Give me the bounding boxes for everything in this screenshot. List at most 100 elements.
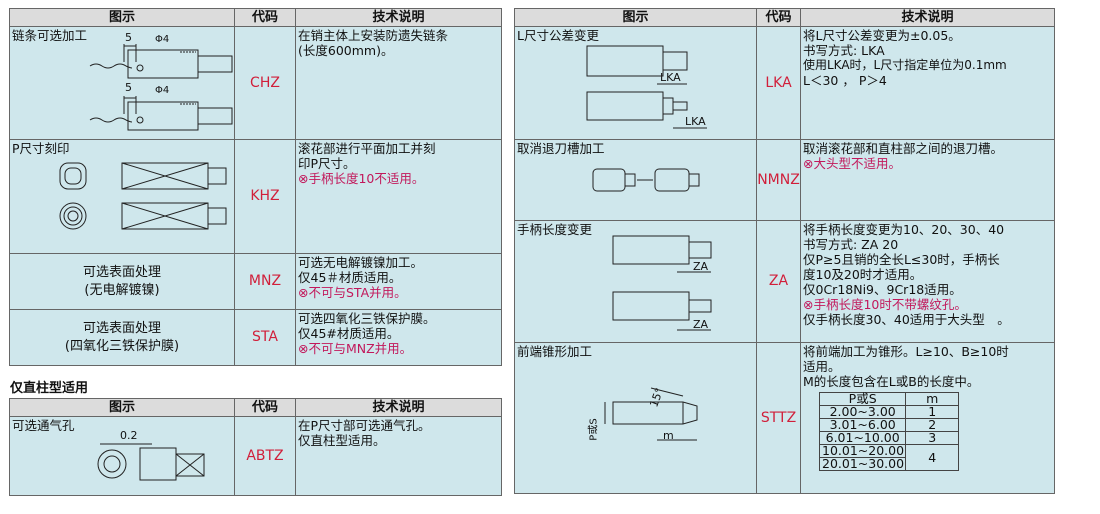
table-row: P尺寸刻印 KHZ 滚花部进行平面加工并刻 印P尺寸。 ⊗手柄长度10不适用。: [9, 139, 502, 254]
header-code: 代码: [234, 8, 296, 27]
desc-line: 仅0Cr18Ni9、9Cr18适用。: [803, 282, 962, 297]
row-label: P尺寸刻印: [12, 141, 70, 156]
mini-cell: 3.01~6.00: [818, 418, 907, 432]
description-cell: 取消滚花部和直柱部之间的退刀槽。 ⊗大头型不适用。: [800, 139, 1055, 221]
desc-line: 滚花部进行平面加工并刻: [298, 141, 436, 156]
dim-label: ZA: [693, 260, 709, 273]
vent-hole-drawing: [97, 443, 205, 481]
row-sublabel: (四氧化三铁保护膜): [64, 338, 180, 354]
marking-drawing: [59, 162, 227, 230]
option-code: STA: [234, 309, 296, 366]
desc-line: 度10及20时才适用。: [803, 267, 923, 282]
desc-line: 可选四氧化三铁保护膜。: [298, 311, 436, 326]
diagram-cell: L尺寸公差变更 LKA LKA: [514, 26, 757, 140]
header-description: 技术说明: [295, 398, 502, 417]
option-code: CHZ: [234, 26, 296, 140]
warning-line: ⊗不可与STA并用。: [298, 285, 407, 300]
row-label: 手柄长度变更: [517, 222, 593, 237]
dim-label: 0.2: [120, 429, 138, 442]
dim-label: 5: [125, 31, 132, 44]
dim-label: Φ4: [155, 85, 170, 96]
mini-cell: 6.01~10.00: [818, 431, 907, 445]
table-row: 可选表面处理 (无电解镀镍) MNZ 可选无电解镀镍加工。 仅45＃材质适用。 …: [9, 253, 502, 310]
table-row: 可选表面处理 (四氧化三铁保护膜) STA 可选四氧化三铁保护膜。 仅45#材质…: [9, 309, 502, 366]
dim-label: 5: [125, 81, 132, 94]
header-diagram: 图示: [9, 8, 235, 27]
desc-line: 书写方式: LKA: [803, 43, 885, 58]
diagram-cell: 手柄长度变更 ZA ZA: [514, 220, 757, 343]
desc-line: 仅手柄长度30、40适用于大头型 。: [803, 312, 1010, 327]
desc-line: 将L尺寸公差变更为±0.05。: [803, 28, 961, 43]
mini-cell: 2: [905, 418, 959, 432]
dim-label: Φ4: [155, 34, 170, 45]
desc-line: 在P尺寸部可选通气孔。: [298, 418, 431, 433]
label-cell: 可选表面处理 (无电解镀镍): [9, 253, 235, 310]
chain-pin-drawing: [89, 44, 233, 131]
desc-line: 仅45#材质适用。: [298, 326, 400, 341]
description-cell: 在销主体上安装防遗失链条 (长度600mm)。: [295, 26, 502, 140]
dim-label: LKA: [685, 115, 706, 128]
mini-cell: 4: [905, 444, 959, 471]
tolerance-drawing: [586, 45, 707, 129]
dim-label: LKA: [660, 71, 681, 84]
warning-line: ⊗大头型不适用。: [803, 156, 901, 171]
description-cell: 滚花部进行平面加工并刻 印P尺寸。 ⊗手柄长度10不适用。: [295, 139, 502, 254]
mini-cell: 1: [905, 405, 959, 419]
diagram-cell: 前端锥形加工 15° P或S m: [514, 342, 757, 494]
description-cell: 将手柄长度变更为10、20、30、40 书写方式: ZA 20 仅P≥5且销的全…: [800, 220, 1055, 343]
header-diagram: 图示: [9, 398, 235, 417]
row-label: 取消退刀槽加工: [517, 141, 605, 156]
desc-line: 将手柄长度变更为10、20、30、40: [803, 222, 1005, 237]
option-code: ZA: [756, 220, 801, 343]
header-description: 技术说明: [800, 8, 1055, 27]
warning-line: ⊗手柄长度10时不带螺纹孔。: [803, 297, 967, 312]
description-cell: 可选四氧化三铁保护膜。 仅45#材质适用。 ⊗不可与MNZ并用。: [295, 309, 502, 366]
option-code: STTZ: [756, 342, 801, 494]
diagram-cell: 链条可选加工 5 Φ4 5 Φ4: [9, 26, 235, 140]
warning-line: ⊗不可与MNZ并用。: [298, 341, 413, 356]
option-code: ABTZ: [234, 416, 296, 496]
row-label: 可选表面处理: [82, 320, 161, 336]
warning-line: ⊗手柄长度10不适用。: [298, 171, 425, 186]
mini-header: P或S: [818, 392, 907, 406]
diagram-cell: 取消退刀槽加工: [514, 139, 757, 221]
header-code: 代码: [234, 398, 296, 417]
mini-cell: 3: [905, 431, 959, 445]
right-table-panel: 图示 代码 技术说明 L尺寸公差变更 LKA LKA LKA 将L尺寸公差变更为…: [514, 8, 1055, 494]
row-label: 可选表面处理: [82, 264, 161, 280]
dim-label: ZA: [693, 318, 709, 331]
desc-line: 书写方式: ZA 20: [803, 237, 899, 252]
desc-line: 仅P≥5且销的全长L≤30时，手柄长: [803, 252, 1000, 267]
desc-line: 将前端加工为锥形。L≥10、B≥10时: [803, 344, 1009, 359]
left-options-table: 图示 代码 技术说明 链条可选加工 5 Φ4 5 Φ4: [9, 8, 502, 366]
desc-line: 可选无电解镀镍加工。: [298, 255, 424, 270]
label-cell: 可选表面处理 (四氧化三铁保护膜): [9, 309, 235, 366]
desc-line: M的长度包含在L或B的长度中。: [803, 374, 980, 389]
table-row: 取消退刀槽加工 NMNZ 取消滚花部和直柱部之间的退刀槽。 ⊗大头型不适用。: [514, 139, 1055, 221]
table-row: 手柄长度变更 ZA ZA ZA 将手柄长度变更为10、20、30、40 书写方式…: [514, 220, 1055, 343]
desc-line: 仅45＃材质适用。: [298, 270, 402, 285]
desc-line: 印P尺寸。: [298, 156, 356, 171]
straight-type-table: 图示 代码 技术说明 可选通气孔 0.2 ABTZ 在P尺寸部可选通气孔。 仅直…: [9, 398, 502, 496]
table-row: 前端锥形加工 15° P或S m STTZ 将前端加工为锥形。L≥10、B≥10…: [514, 342, 1055, 494]
option-code: NMNZ: [756, 139, 801, 221]
handle-length-drawing: [612, 235, 712, 331]
row-label: 前端锥形加工: [517, 344, 593, 359]
row-label: 可选通气孔: [12, 418, 75, 433]
diagram-cell: 可选通气孔 0.2: [9, 416, 235, 496]
description-cell: 将前端加工为锥形。L≥10、B≥10时 适用。 M的长度包含在L或B的长度中。 …: [800, 342, 1055, 494]
option-code: KHZ: [234, 139, 296, 254]
right-options-table: 图示 代码 技术说明 L尺寸公差变更 LKA LKA LKA 将L尺寸公差变更为…: [514, 8, 1055, 494]
left-table-panel: 图示 代码 技术说明 链条可选加工 5 Φ4 5 Φ4: [9, 8, 502, 366]
desc-line: 在销主体上安装防遗失链条: [298, 28, 449, 43]
desc-line: 适用。: [803, 359, 841, 374]
option-code: LKA: [756, 26, 801, 140]
row-sublabel: (无电解镀镍): [84, 282, 160, 298]
diagram-cell: P尺寸刻印: [9, 139, 235, 254]
description-cell: 可选无电解镀镍加工。 仅45＃材质适用。 ⊗不可与STA并用。: [295, 253, 502, 310]
header-description: 技术说明: [295, 8, 502, 27]
table-row: 可选通气孔 0.2 ABTZ 在P尺寸部可选通气孔。 仅直柱型适用。: [9, 416, 502, 496]
option-code: MNZ: [234, 253, 296, 310]
section-title: 仅直柱型适用: [10, 381, 89, 396]
